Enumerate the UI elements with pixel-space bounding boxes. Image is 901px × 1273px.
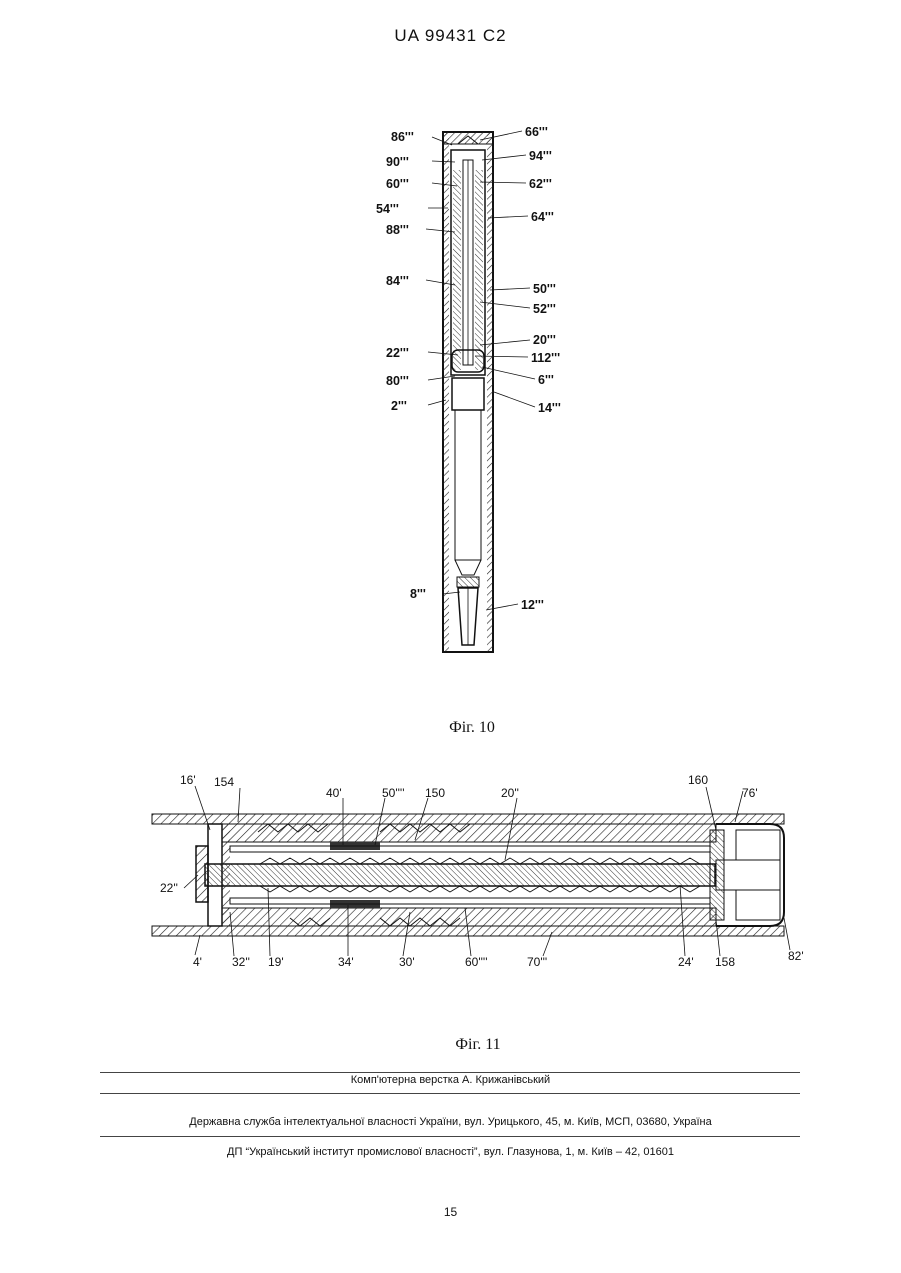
fig11-label-4: 4' bbox=[193, 955, 202, 969]
fig11-label-76: 76' bbox=[742, 786, 758, 800]
fig10-label-112: 112''' bbox=[531, 351, 560, 365]
fig10-label-8: 8''' bbox=[410, 587, 426, 601]
fig11-label-50: 50'''' bbox=[382, 786, 405, 800]
fig11-label-82: 82' bbox=[788, 949, 804, 963]
fig10-label-6: 6''' bbox=[538, 373, 554, 387]
fig10-label-14: 14''' bbox=[538, 401, 561, 415]
fig10-label-88: 88''' bbox=[386, 223, 409, 237]
fig10-label-2: 2''' bbox=[391, 399, 407, 413]
fig11-label-24: 24' bbox=[678, 955, 694, 969]
fig10-label-86: 86''' bbox=[391, 130, 414, 144]
fig10-label-84: 84''' bbox=[386, 274, 409, 288]
fig10-label-90: 90''' bbox=[386, 155, 409, 169]
fig10-label-60: 60''' bbox=[386, 177, 409, 191]
agency-address: Державна служба інтелектуальної власност… bbox=[0, 1116, 901, 1128]
fig11-label-158: 158 bbox=[715, 955, 735, 969]
fig11-label-30: 30' bbox=[399, 955, 415, 969]
fig11-label-32: 32'' bbox=[232, 955, 250, 969]
fig10-label-62: 62''' bbox=[529, 177, 552, 191]
figure-10-caption: Фіг. 10 bbox=[372, 719, 572, 737]
patent-number-header: UA 99431 C2 bbox=[0, 26, 901, 46]
fig10-label-64: 64''' bbox=[531, 210, 554, 224]
figure-10-drawing: 86''' 90''' 60''' 54''' 88''' 84''' 22''… bbox=[370, 118, 600, 658]
fig10-label-80: 80''' bbox=[386, 374, 409, 388]
footer-divider-top bbox=[100, 1072, 800, 1073]
fig10-label-20: 20''' bbox=[533, 333, 556, 347]
fig11-label-60: 60'''' bbox=[465, 955, 488, 969]
layout-credit: Комп'ютерна верстка А. Крижанівський bbox=[0, 1074, 901, 1086]
fig11-label-20: 20'' bbox=[501, 786, 519, 800]
footer-divider-bottom bbox=[100, 1136, 800, 1137]
fig11-label-150: 150 bbox=[425, 786, 445, 800]
fig10-label-50: 50''' bbox=[533, 282, 556, 296]
figure-11-caption: Фіг. 11 bbox=[378, 1036, 578, 1054]
fig11-label-70: 70''' bbox=[527, 955, 547, 969]
fig11-label-16: 16' bbox=[180, 773, 196, 787]
institute-address: ДП “Український інститут промислової вла… bbox=[0, 1146, 901, 1158]
figure-11-drawing: 16' 154 40' 50'''' 150 20'' 160 76' 22''… bbox=[150, 770, 820, 970]
footer-divider-middle bbox=[100, 1093, 800, 1094]
fig11-label-34: 34' bbox=[338, 955, 354, 969]
fig11-label-19: 19' bbox=[268, 955, 284, 969]
fig10-label-66: 66''' bbox=[525, 125, 548, 139]
fig11-label-40: 40' bbox=[326, 786, 342, 800]
fig10-label-52: 52''' bbox=[533, 302, 556, 316]
fig11-label-154: 154 bbox=[214, 775, 234, 789]
fig10-label-94: 94''' bbox=[529, 149, 552, 163]
fig11-label-22: 22'' bbox=[160, 881, 178, 895]
fig10-label-22: 22''' bbox=[386, 346, 409, 360]
fig10-label-54: 54''' bbox=[376, 202, 399, 216]
fig10-label-12: 12''' bbox=[521, 598, 544, 612]
page-number: 15 bbox=[0, 1205, 901, 1219]
fig11-label-160: 160 bbox=[688, 773, 708, 787]
